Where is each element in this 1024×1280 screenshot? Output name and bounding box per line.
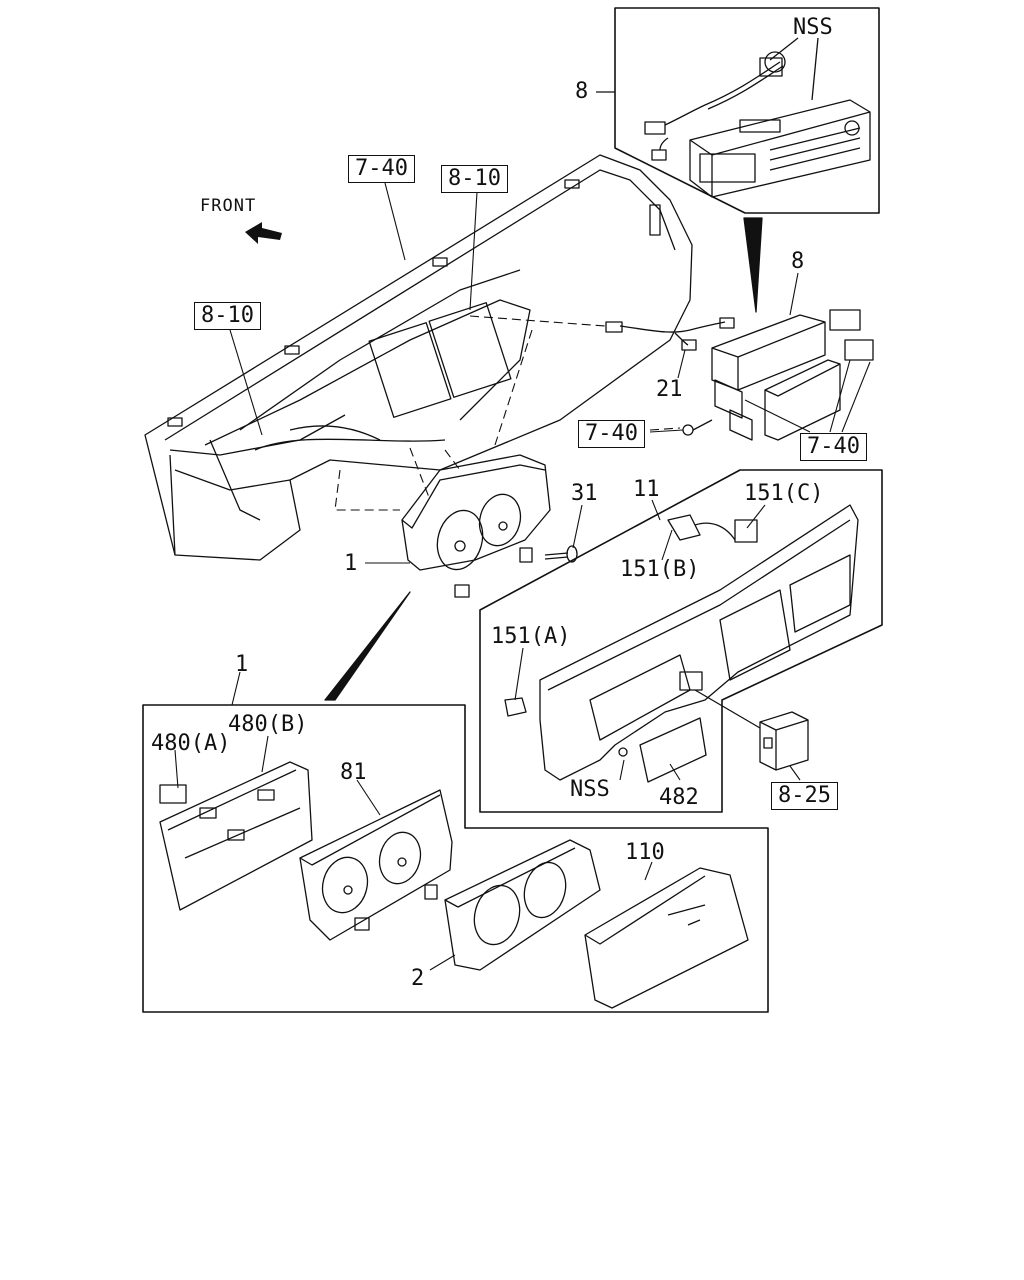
callout-8-unit[interactable]: 8 <box>791 249 805 274</box>
callout-8-10-left[interactable]: 8-10 <box>194 302 261 330</box>
callout-1-cluster[interactable]: 1 <box>344 551 358 576</box>
callout-31[interactable]: 31 <box>571 481 598 506</box>
callout-8-10-top[interactable]: 8-10 <box>441 165 508 193</box>
callout-482[interactable]: 482 <box>659 785 699 810</box>
callout-480a[interactable]: 480(A) <box>151 731 231 756</box>
callout-8-top[interactable]: 8 <box>575 79 589 104</box>
harness-21-drawing <box>605 317 735 351</box>
front-direction-label: FRONT <box>200 196 257 216</box>
callout-21[interactable]: 21 <box>656 377 683 402</box>
callout-nss-top[interactable]: NSS <box>793 15 833 40</box>
callout-151c[interactable]: 151(C) <box>744 481 824 506</box>
callout-81[interactable]: 81 <box>340 760 367 785</box>
cluster-assembly-drawing <box>401 454 551 598</box>
callout-151a[interactable]: 151(A) <box>491 624 571 649</box>
dashboard-drawing <box>144 154 693 561</box>
pointer-wedge-lower <box>324 591 411 701</box>
callout-480b[interactable]: 480(B) <box>228 712 308 737</box>
audio-unit-drawing <box>682 309 874 441</box>
nav-harness-drawing <box>644 51 786 161</box>
circuit-board-480-drawing <box>159 761 313 911</box>
callout-7-40-mid[interactable]: 7-40 <box>578 420 645 448</box>
callout-8-25[interactable]: 8-25 <box>771 782 838 810</box>
callout-110[interactable]: 110 <box>625 840 665 865</box>
callout-2[interactable]: 2 <box>411 966 425 991</box>
callout-151b[interactable]: 151(B) <box>620 557 700 582</box>
inset-bezel <box>479 469 883 813</box>
inset-nav-unit <box>596 7 880 214</box>
switch-8-25-drawing <box>759 711 809 771</box>
screw-31-drawing <box>544 545 578 563</box>
callout-nss-bezel[interactable]: NSS <box>570 777 610 802</box>
mounting-dashed-lines <box>334 315 681 511</box>
lens-110-drawing <box>584 867 749 1009</box>
nav-unit-drawing <box>689 99 871 198</box>
leader-lines <box>174 182 871 971</box>
inset-exploded-cluster <box>142 704 769 1013</box>
front-arrow-icon <box>245 222 282 244</box>
callout-1-exploded[interactable]: 1 <box>235 652 249 677</box>
pointer-wedge-upper <box>743 217 763 313</box>
housing-2-drawing <box>444 839 601 971</box>
callout-7-40-top[interactable]: 7-40 <box>348 155 415 183</box>
callout-11[interactable]: 11 <box>633 477 660 502</box>
gauge-panel-81-drawing <box>299 789 453 941</box>
callout-7-40-right[interactable]: 7-40 <box>800 433 867 461</box>
